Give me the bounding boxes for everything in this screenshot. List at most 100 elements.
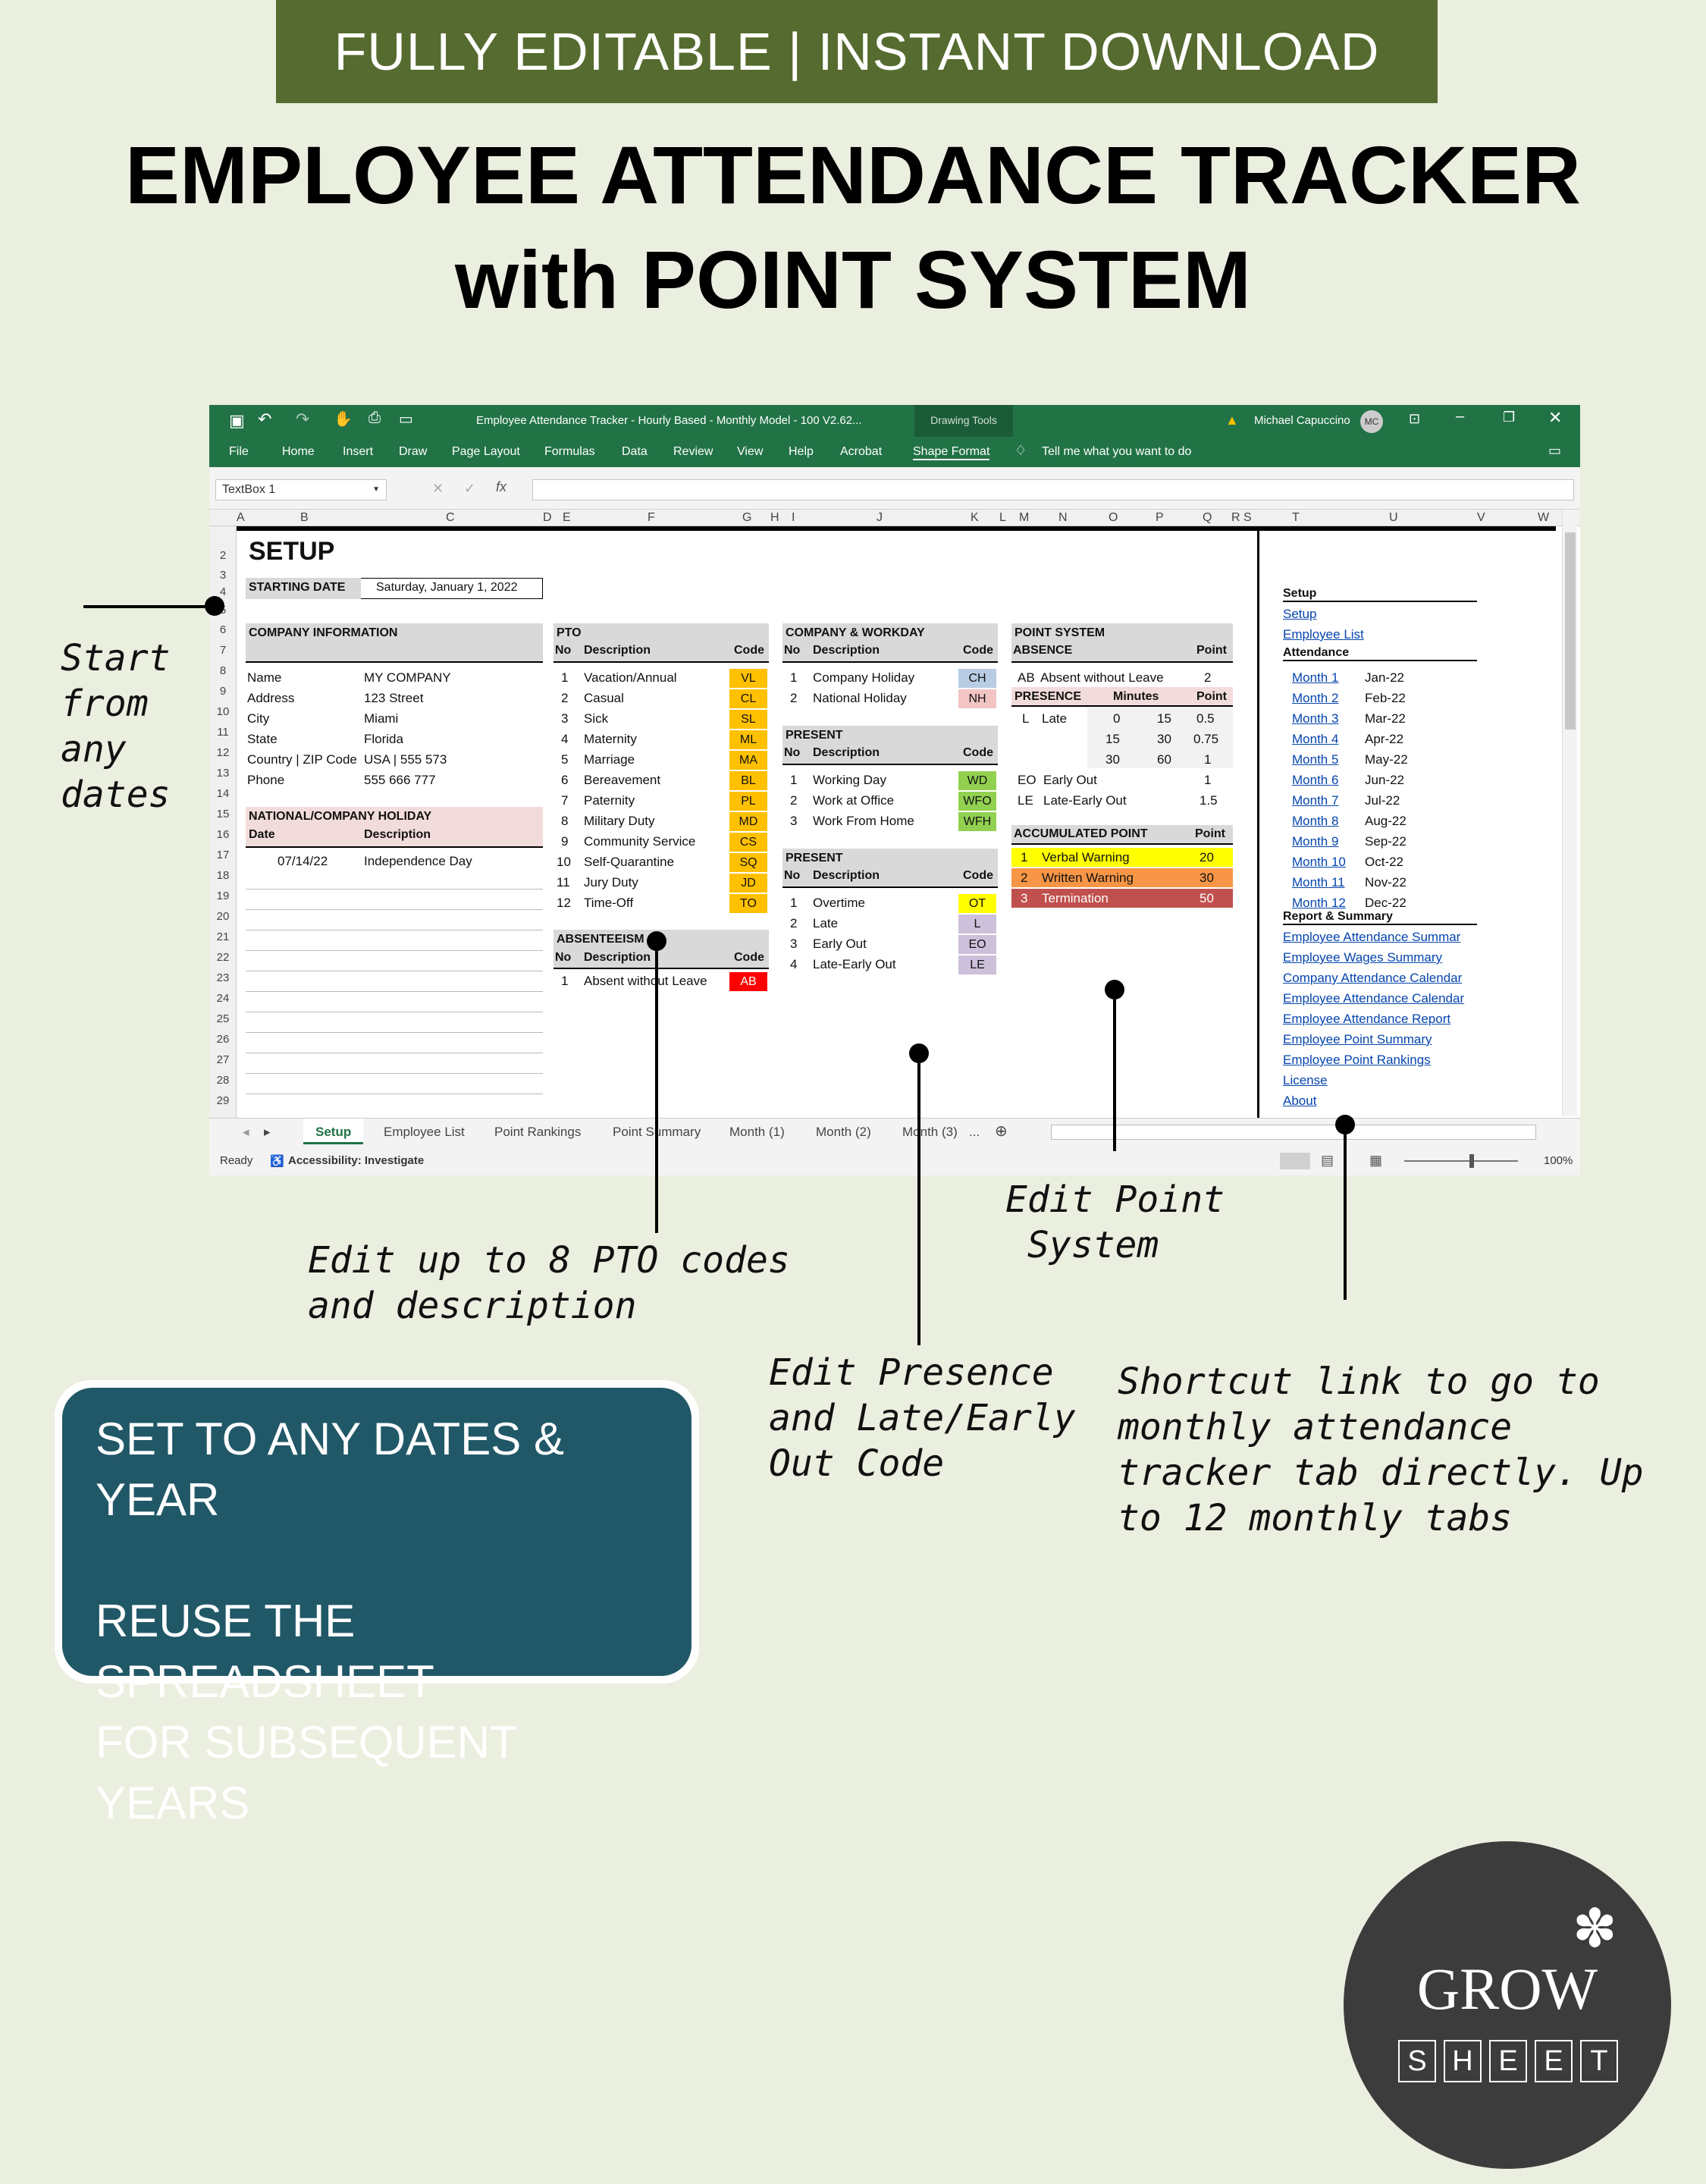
acc-desc[interactable]: Verbal Warning — [1042, 850, 1130, 864]
pto-desc[interactable]: Paternity — [584, 793, 635, 808]
abs-desc[interactable]: Absent without Leave — [584, 974, 707, 988]
p1-code[interactable]: WFH — [958, 812, 996, 831]
pto-desc[interactable]: Maternity — [584, 732, 637, 746]
row-number[interactable]: 11 — [217, 726, 229, 739]
pto-desc[interactable]: Military Duty — [584, 814, 655, 828]
nav-link-month[interactable]: Month 1 — [1292, 670, 1339, 685]
ribbon-tab-acrobat[interactable]: Acrobat — [840, 445, 883, 458]
ribbon-tab-view[interactable]: View — [737, 445, 764, 458]
acc-point[interactable]: 30 — [1200, 871, 1214, 885]
p2-desc[interactable]: Overtime — [813, 896, 865, 910]
col-q[interactable]: Q — [1203, 511, 1212, 524]
worksheet[interactable]: SETUP STARTING DATE Saturday, January 1,… — [237, 526, 1556, 1118]
ribbon-tab-help[interactable]: Help — [789, 445, 814, 458]
p2-desc[interactable]: Early Out — [813, 937, 867, 951]
company-field-value[interactable]: Miami — [364, 711, 399, 726]
row-number[interactable]: 4 — [219, 585, 227, 598]
restore-icon[interactable]: ❐ — [1503, 410, 1516, 425]
cw-desc[interactable]: Company Holiday — [813, 670, 915, 685]
holiday-date[interactable]: 07/14/22 — [278, 854, 328, 868]
row-number[interactable]: 17 — [216, 849, 230, 861]
cw-code[interactable]: NH — [958, 689, 996, 708]
horizontal-scrollbar[interactable] — [1051, 1125, 1536, 1140]
nav-link-month[interactable]: Month 6 — [1292, 773, 1339, 787]
tab-point-rankings[interactable]: Point Rankings — [494, 1125, 582, 1139]
ribbon-tab-page-layout[interactable]: Page Layout — [452, 445, 520, 458]
col-i[interactable]: I — [792, 511, 795, 524]
ribbon-tab-formulas[interactable]: Formulas — [544, 445, 595, 458]
undo-icon[interactable]: ↶ — [258, 410, 272, 428]
col-a[interactable]: A — [237, 511, 245, 524]
pto-desc[interactable]: Community Service — [584, 834, 696, 849]
row-number[interactable]: 12 — [216, 746, 230, 759]
name-box[interactable]: TextBox 1▼ — [215, 479, 387, 500]
nav-link-report[interactable]: Employee Attendance Report — [1283, 1012, 1451, 1026]
ps-min-from[interactable]: 0 — [1113, 711, 1121, 726]
company-field-value[interactable]: MY COMPANY — [364, 670, 451, 685]
ps-min-from[interactable]: 30 — [1105, 752, 1120, 767]
scrollbar-thumb[interactable] — [1565, 532, 1576, 730]
row-number[interactable]: 25 — [216, 1012, 230, 1025]
pto-desc[interactable]: Time-Off — [584, 896, 634, 910]
ps-point[interactable]: 1.5 — [1200, 793, 1218, 808]
user-avatar[interactable]: MC — [1360, 410, 1383, 433]
ribbon-tab-shape-format[interactable]: Shape Format — [913, 445, 990, 460]
row-number[interactable]: 13 — [216, 767, 230, 780]
tab-month-1[interactable]: Month (1) — [729, 1125, 785, 1139]
p2-code[interactable]: L — [958, 915, 996, 934]
row-number[interactable]: 2 — [219, 549, 227, 562]
ps-point[interactable]: 1 — [1204, 773, 1212, 787]
pto-code[interactable]: SQ — [729, 853, 767, 872]
acc-desc[interactable]: Written Warning — [1042, 871, 1134, 885]
col-f[interactable]: F — [648, 511, 655, 524]
ribbon-tab-draw[interactable]: Draw — [399, 445, 428, 458]
row-number[interactable]: 22 — [216, 951, 230, 964]
col-h[interactable]: H — [770, 511, 779, 524]
starting-date-value[interactable]: Saturday, January 1, 2022 — [376, 581, 518, 594]
nav-link-report[interactable]: Employee Attendance Calendar — [1283, 991, 1465, 1006]
row-number[interactable]: 14 — [216, 787, 230, 800]
nav-link-month[interactable]: Month 3 — [1292, 711, 1339, 726]
ribbon-display-icon[interactable]: ⊡ — [1409, 411, 1421, 426]
company-field-value[interactable]: 123 Street — [364, 691, 424, 705]
pto-desc[interactable]: Casual — [584, 691, 624, 705]
holiday-desc[interactable]: Independence Day — [364, 854, 472, 868]
row-number[interactable]: 8 — [219, 664, 227, 677]
company-field-value[interactable]: 555 666 777 — [364, 773, 436, 787]
ps-min-to[interactable]: 60 — [1157, 752, 1171, 767]
p1-desc[interactable]: Work at Office — [813, 793, 895, 808]
col-e[interactable]: E — [563, 511, 571, 524]
p1-desc[interactable]: Work From Home — [813, 814, 914, 828]
pto-desc[interactable]: Bereavement — [584, 773, 661, 787]
pto-code[interactable]: JD — [729, 874, 767, 893]
ps-late-point[interactable]: 0.75 — [1193, 732, 1219, 746]
vertical-scrollbar[interactable] — [1562, 510, 1577, 1116]
company-field-value[interactable]: Florida — [364, 732, 403, 746]
col-t[interactable]: T — [1292, 511, 1300, 524]
row-number[interactable]: 7 — [219, 644, 227, 657]
accessibility-status[interactable]: Accessibility: Investigate — [288, 1154, 425, 1167]
col-b[interactable]: B — [300, 511, 309, 524]
company-field-value[interactable]: USA | 555 573 — [364, 752, 447, 767]
nav-link-month[interactable]: Month 9 — [1292, 834, 1339, 849]
page-break-view-icon[interactable]: ▦ — [1369, 1153, 1383, 1168]
close-icon[interactable]: ✕ — [1548, 408, 1563, 427]
ribbon-tab-insert[interactable]: Insert — [343, 445, 374, 458]
abs-code[interactable]: AB — [729, 972, 767, 991]
nav-link-report[interactable]: Company Attendance Calendar — [1283, 971, 1463, 985]
tab-setup[interactable]: Setup — [303, 1119, 364, 1144]
row-number[interactable]: 6 — [219, 623, 227, 636]
nav-link-report[interactable]: License — [1283, 1073, 1328, 1087]
col-r[interactable]: R — [1231, 511, 1240, 524]
pto-desc[interactable]: Sick — [584, 711, 609, 726]
ribbon-tab-review[interactable]: Review — [673, 445, 713, 458]
pto-desc[interactable]: Jury Duty — [584, 875, 638, 890]
nav-link-month[interactable]: Month 12 — [1292, 896, 1346, 910]
row-number[interactable]: 28 — [216, 1074, 230, 1087]
tab-month-3[interactable]: Month (3) — [902, 1125, 958, 1139]
acc-point[interactable]: 20 — [1200, 850, 1214, 864]
zoom-level[interactable]: 100% — [1544, 1154, 1573, 1167]
pto-code[interactable]: PL — [729, 792, 767, 811]
row-number[interactable]: 20 — [216, 910, 230, 923]
ps-min-to[interactable]: 30 — [1157, 732, 1171, 746]
